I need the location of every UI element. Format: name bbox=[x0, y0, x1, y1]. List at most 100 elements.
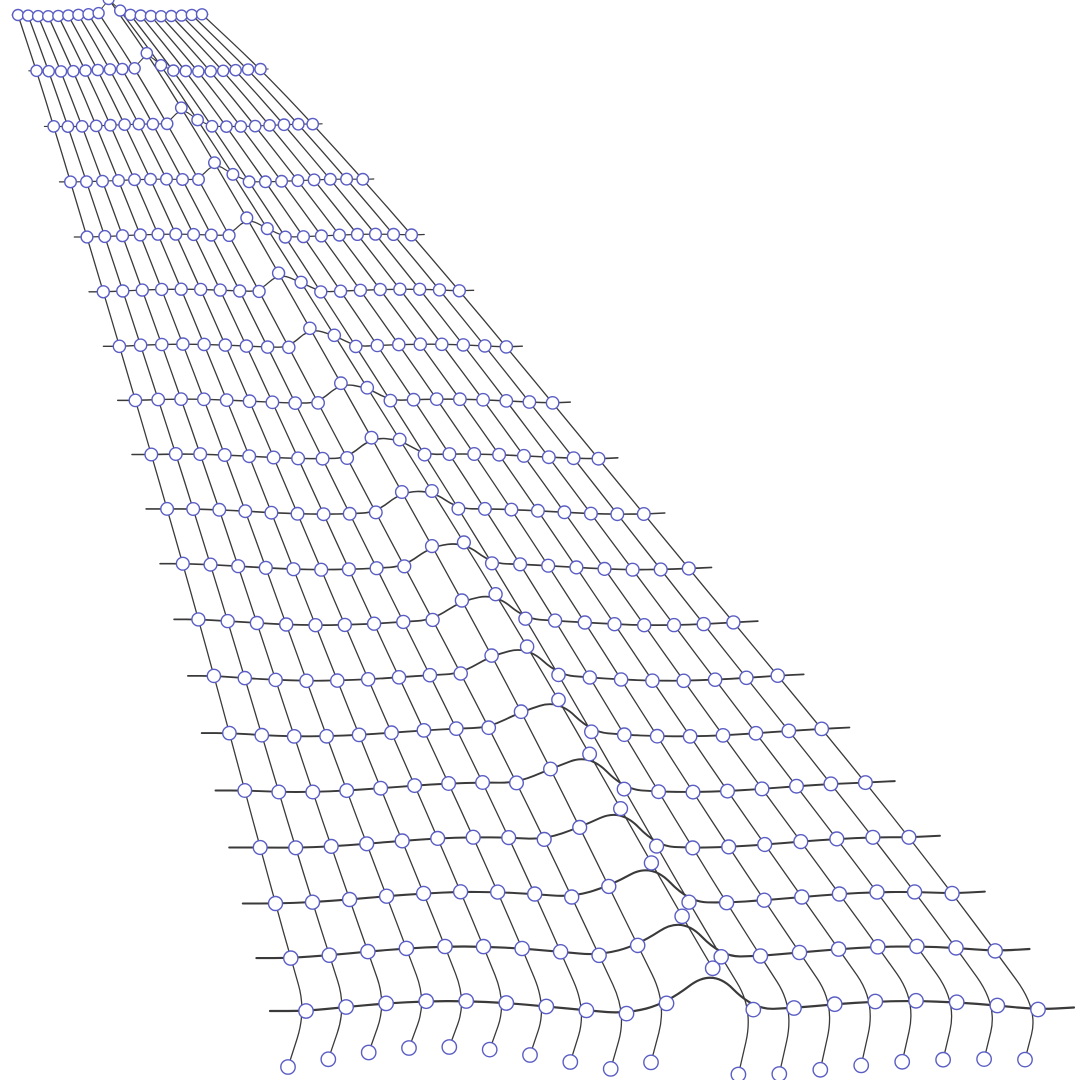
mesh-node bbox=[666, 617, 682, 633]
mesh-node bbox=[488, 587, 503, 602]
mesh-boundary-node bbox=[853, 1057, 870, 1074]
mesh-node bbox=[187, 227, 201, 242]
mesh-node bbox=[258, 560, 273, 575]
mesh-node bbox=[290, 506, 305, 521]
mesh-node bbox=[484, 648, 499, 663]
mesh-node bbox=[366, 616, 382, 631]
mesh-node bbox=[442, 447, 457, 462]
mesh-node bbox=[205, 119, 219, 133]
mesh-nodes bbox=[11, 0, 1046, 1080]
mesh-node bbox=[314, 285, 328, 299]
mesh-node bbox=[305, 784, 321, 800]
mesh-node bbox=[582, 746, 598, 762]
mesh-node bbox=[465, 829, 481, 845]
mesh-node bbox=[319, 728, 334, 744]
mesh-node bbox=[829, 831, 845, 847]
mesh-node bbox=[299, 673, 314, 689]
mesh-node bbox=[364, 430, 379, 445]
mesh-node bbox=[720, 783, 736, 799]
mesh-node bbox=[197, 337, 211, 352]
mesh-node bbox=[476, 392, 490, 407]
mesh-node bbox=[577, 615, 592, 630]
mesh-node bbox=[501, 829, 517, 846]
mesh-node bbox=[360, 943, 376, 960]
mesh-node bbox=[203, 557, 218, 572]
mesh-node bbox=[618, 1005, 635, 1022]
mesh-node bbox=[104, 118, 117, 132]
mesh-node bbox=[499, 340, 514, 354]
mesh-column-line bbox=[37, 15, 383, 1054]
mesh-node bbox=[237, 670, 253, 686]
mesh-boundary-node bbox=[280, 1059, 296, 1075]
mesh-node bbox=[681, 894, 697, 910]
mesh-node bbox=[207, 156, 221, 170]
mesh-node bbox=[396, 614, 411, 630]
mesh-node bbox=[726, 615, 741, 630]
mesh-node bbox=[219, 393, 234, 407]
mesh-node bbox=[989, 997, 1006, 1014]
mesh-node bbox=[681, 561, 696, 576]
mesh-node bbox=[222, 228, 236, 243]
mesh-column-line bbox=[201, 13, 1034, 1061]
mesh-node bbox=[527, 886, 543, 902]
mesh-node bbox=[591, 451, 606, 466]
mesh-node bbox=[240, 211, 254, 225]
mesh-node bbox=[499, 393, 514, 408]
mesh-column-line bbox=[119, 9, 714, 969]
mesh-node bbox=[454, 593, 470, 608]
mesh-node bbox=[413, 282, 427, 296]
mesh-node bbox=[373, 282, 387, 297]
mesh-node bbox=[98, 229, 112, 244]
mesh-node bbox=[217, 448, 232, 463]
mesh-column-lines bbox=[17, 0, 1034, 1076]
mesh-node bbox=[340, 451, 355, 466]
mesh-node bbox=[814, 721, 830, 737]
mesh-node bbox=[288, 840, 304, 856]
mesh-node bbox=[909, 938, 925, 955]
mesh-node bbox=[254, 727, 270, 743]
mesh-node bbox=[739, 670, 754, 686]
mesh-node bbox=[370, 338, 385, 353]
mesh-node bbox=[102, 0, 115, 6]
mesh-node bbox=[314, 229, 329, 243]
mesh-node bbox=[481, 720, 497, 736]
mesh-boundary-node bbox=[812, 1061, 829, 1078]
mesh-node bbox=[676, 673, 692, 689]
mesh-node bbox=[30, 64, 43, 78]
mesh-node bbox=[154, 337, 169, 352]
mesh-node bbox=[288, 396, 303, 410]
mesh-node bbox=[308, 618, 323, 633]
mesh-node bbox=[185, 8, 199, 22]
mesh-node bbox=[286, 562, 301, 577]
mesh-node bbox=[277, 118, 291, 132]
mesh-node bbox=[948, 940, 964, 956]
mesh-node bbox=[219, 120, 233, 134]
mesh-node bbox=[239, 339, 254, 353]
mesh-node bbox=[513, 704, 529, 720]
mesh-node bbox=[175, 172, 189, 186]
mesh-node bbox=[682, 729, 698, 744]
mesh-node bbox=[518, 611, 533, 626]
mesh-node bbox=[566, 451, 581, 466]
mesh-node bbox=[174, 392, 189, 406]
mesh-node bbox=[392, 432, 407, 447]
mesh-node bbox=[441, 776, 457, 792]
mesh-node bbox=[321, 947, 338, 964]
mesh-boundary-node bbox=[602, 1061, 619, 1077]
mesh-node bbox=[541, 450, 556, 465]
mesh-node bbox=[417, 447, 432, 462]
mesh-node bbox=[360, 672, 376, 687]
mesh-node bbox=[475, 775, 491, 791]
mesh-node bbox=[378, 995, 394, 1012]
mesh-node bbox=[91, 63, 105, 77]
mesh-node bbox=[174, 101, 188, 115]
mesh-node bbox=[715, 728, 731, 743]
mesh-node bbox=[353, 283, 368, 297]
mesh-node bbox=[82, 7, 95, 21]
mesh-node bbox=[418, 993, 435, 1010]
mesh-node bbox=[146, 117, 160, 131]
mesh-node bbox=[31, 9, 45, 23]
mesh-node bbox=[351, 727, 367, 743]
mesh-node bbox=[429, 392, 444, 406]
mesh-node bbox=[430, 830, 446, 847]
